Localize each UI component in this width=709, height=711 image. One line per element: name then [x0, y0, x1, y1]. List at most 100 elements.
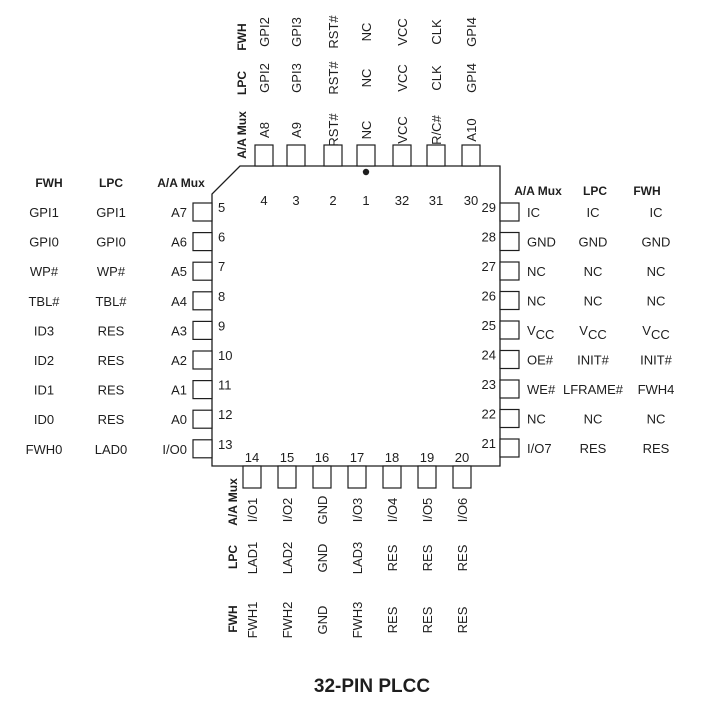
pin-number-10: 10 [218, 348, 232, 363]
left-aam-label-7: A5 [171, 264, 187, 279]
pin-number-7: 7 [218, 259, 225, 274]
bottom-fwh-label-19: RES [420, 606, 435, 633]
right-lpc-label-26: NC [584, 294, 603, 309]
top-fwh-label-1: NC [359, 23, 374, 42]
pin-number-23: 23 [482, 377, 496, 392]
pin-number-3: 3 [292, 193, 299, 208]
pin-number-8: 8 [218, 289, 225, 304]
left-lpc-label-12: RES [98, 412, 125, 427]
header-left-fwh: FWH [35, 176, 62, 190]
bottom-aam-label-18: I/O4 [385, 498, 400, 523]
left-fwh-label-11: ID1 [34, 383, 54, 398]
left-lpc-label-11: RES [98, 383, 125, 398]
top-aam-label-31: R/C# [429, 114, 444, 144]
top-lpc-label-1: NC [359, 69, 374, 88]
pin-pad-15 [277, 465, 297, 489]
pin-number-16: 16 [315, 450, 329, 465]
pin-number-27: 27 [482, 259, 496, 274]
bottom-fwh-label-15: FWH2 [280, 602, 295, 639]
left-lpc-label-13: LAD0 [95, 442, 128, 457]
right-fwh-label-22: NC [647, 412, 666, 427]
left-lpc-label-10: RES [98, 353, 125, 368]
top-aam-label-1: NC [359, 121, 374, 140]
pin-number-31: 31 [429, 193, 443, 208]
left-aam-label-12: A0 [171, 412, 187, 427]
pin-pad-9 [192, 320, 213, 340]
pin-pad-17 [347, 465, 367, 489]
pin-pad-16 [312, 465, 332, 489]
right-aam-label-23: WE# [527, 382, 556, 397]
pin-number-4: 4 [260, 193, 267, 208]
bottom-lpc-label-17: LAD3 [350, 542, 365, 575]
pin-number-6: 6 [218, 230, 225, 245]
header-top-aam: A/A Mux [235, 111, 249, 159]
left-lpc-label-8: TBL# [95, 294, 127, 309]
top-fwh-label-31: CLK [429, 19, 444, 45]
bottom-lpc-label-18: RES [385, 544, 400, 571]
left-lpc-label-7: WP# [97, 264, 126, 279]
left-fwh-label-9: ID3 [34, 323, 54, 338]
pin-pad-8 [192, 291, 213, 311]
left-aam-label-6: A6 [171, 235, 187, 250]
bottom-lpc-label-20: RES [455, 544, 470, 571]
right-fwh-label-28: GND [642, 235, 671, 250]
pin-pad-32 [392, 144, 412, 167]
bottom-aam-label-19: I/O5 [420, 498, 435, 523]
right-lpc-label-28: GND [579, 235, 608, 250]
header-bottom-aam: A/A Mux [226, 478, 240, 526]
diagram-title: 32-PIN PLCC [314, 676, 430, 697]
left-aam-label-11: A1 [171, 383, 187, 398]
top-aam-label-30: A10 [464, 118, 479, 141]
pin-number-11: 11 [218, 378, 232, 393]
pin-pad-10 [192, 350, 213, 370]
right-lpc-label-25: VCC [579, 323, 606, 342]
top-fwh-label-2: RST# [326, 15, 341, 49]
pin-pad-13 [192, 439, 213, 459]
bottom-lpc-label-16: GND [315, 544, 330, 573]
pin-number-2: 2 [329, 193, 336, 208]
right-lpc-label-21: RES [580, 441, 607, 456]
pin-number-1: 1 [362, 193, 369, 208]
bottom-aam-label-17: I/O3 [350, 498, 365, 523]
package-body [211, 165, 501, 467]
left-fwh-label-5: GPI1 [29, 205, 59, 220]
pin-number-13: 13 [218, 437, 232, 452]
pin-pad-5 [192, 202, 213, 222]
pin-pad-24 [499, 349, 520, 370]
left-fwh-label-10: ID2 [34, 353, 54, 368]
pin-pad-14 [242, 465, 262, 489]
right-fwh-label-25: VCC [642, 323, 669, 342]
pin-number-32: 32 [395, 193, 409, 208]
pin-pad-7 [192, 261, 213, 281]
left-aam-label-13: I/O0 [162, 442, 187, 457]
top-fwh-label-30: GPI4 [464, 17, 479, 47]
bottom-fwh-label-16: GND [315, 606, 330, 635]
pin-number-30: 30 [464, 193, 478, 208]
left-lpc-label-6: GPI0 [96, 235, 126, 250]
left-fwh-label-6: GPI0 [29, 235, 59, 250]
pin-pad-31 [426, 144, 446, 167]
header-right-fwh: FWH [633, 184, 660, 198]
pin-pad-12 [192, 409, 213, 429]
pin-pad-2 [323, 144, 343, 167]
pin-pad-29 [499, 202, 520, 222]
top-aam-label-32: VCC [395, 116, 410, 143]
right-fwh-label-26: NC [647, 294, 666, 309]
bottom-fwh-label-14: FWH1 [245, 602, 260, 639]
right-lpc-label-23: LFRAME# [563, 382, 624, 397]
left-fwh-label-13: FWH0 [26, 442, 63, 457]
bottom-aam-label-15: I/O2 [280, 498, 295, 523]
bottom-aam-label-14: I/O1 [245, 498, 260, 523]
header-bottom-lpc: LPC [226, 545, 240, 569]
left-aam-label-8: A4 [171, 294, 187, 309]
right-aam-label-28: GND [527, 235, 556, 250]
header-right-aam: A/A Mux [514, 184, 562, 198]
pin1-marker-dot [362, 168, 370, 176]
top-fwh-label-3: GPI3 [289, 17, 304, 47]
top-fwh-label-32: VCC [395, 18, 410, 45]
top-lpc-label-31: CLK [429, 65, 444, 91]
pin-number-24: 24 [482, 348, 496, 363]
bottom-fwh-label-18: RES [385, 606, 400, 633]
right-fwh-label-29: IC [650, 205, 663, 220]
